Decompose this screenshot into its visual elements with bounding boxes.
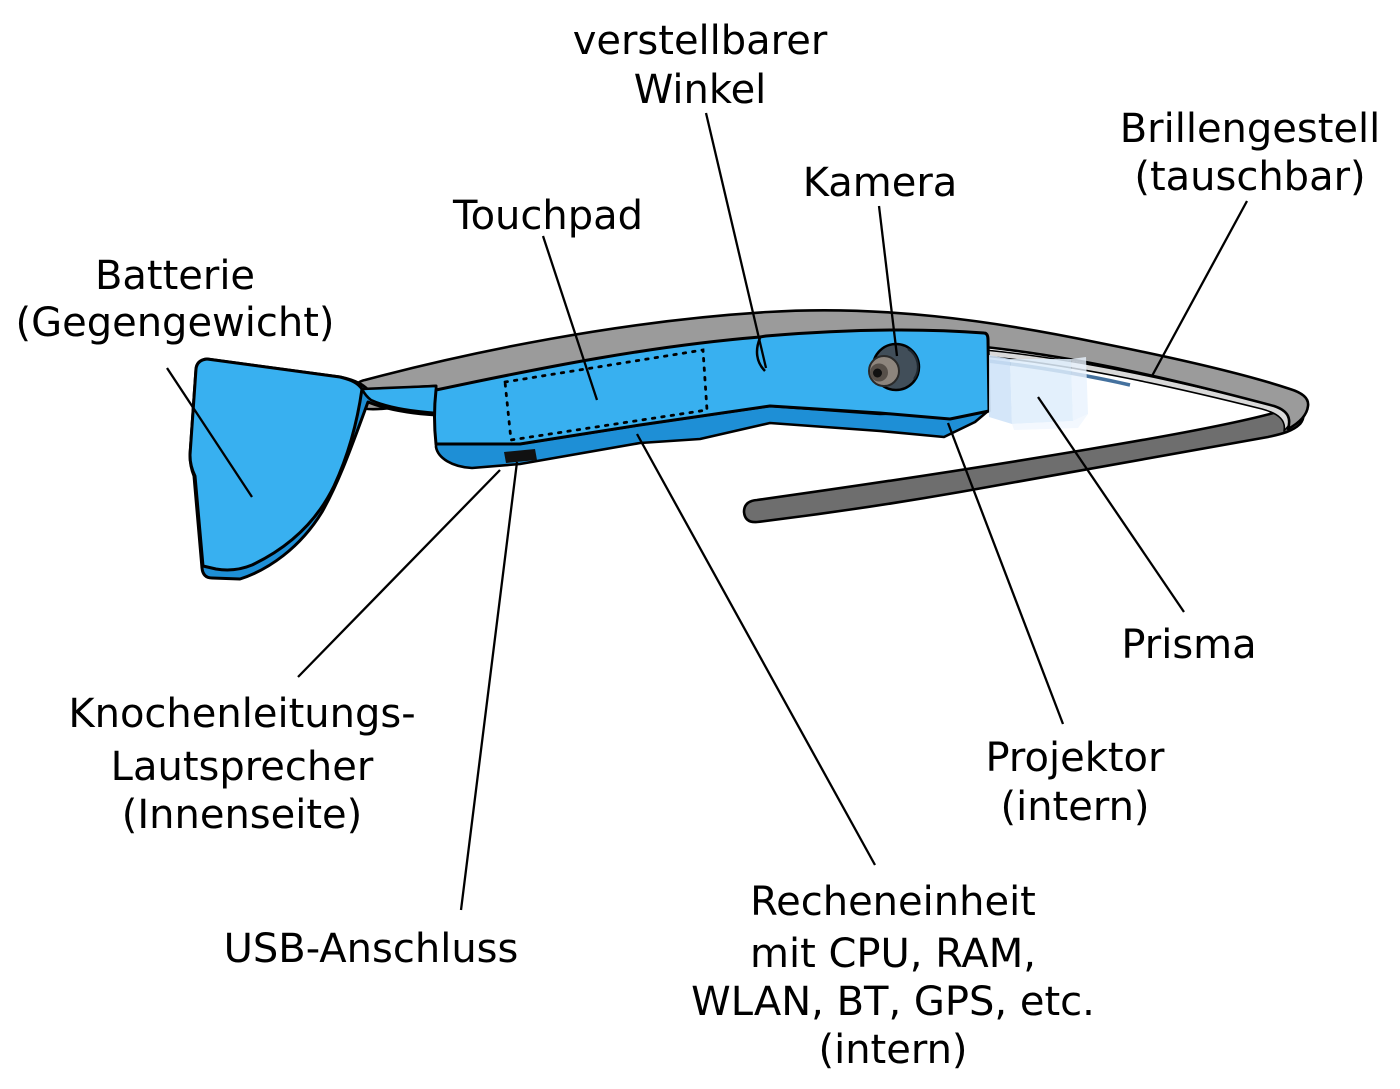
label-camera: Kamera xyxy=(803,160,958,206)
label-prism: Prisma xyxy=(1121,622,1256,668)
leader-angle xyxy=(704,112,768,369)
touchpad-dotted-outline xyxy=(503,348,709,442)
label-touchpad: Touchpad xyxy=(452,193,643,239)
label-bone-speaker-line3: (Innenseite) xyxy=(122,792,363,838)
camera-aperture xyxy=(873,368,882,378)
label-projector-line2: (intern) xyxy=(1000,784,1149,830)
label-frame-line1: Brillengestell xyxy=(1120,106,1381,152)
label-angle-line2: Winkel xyxy=(634,67,767,113)
leader-battery xyxy=(166,367,253,498)
label-compute-line4: (intern) xyxy=(818,1027,967,1073)
temple-arm xyxy=(360,384,438,415)
body-shape xyxy=(433,328,991,446)
frame-rim-lower xyxy=(742,402,1305,524)
label-angle-line1: verstellbarer xyxy=(573,18,828,64)
prism-right-face xyxy=(1071,357,1088,421)
leader-prism xyxy=(1037,396,1185,613)
leader-camera xyxy=(877,205,899,357)
label-bone-speaker-line1: Knochenleitungs- xyxy=(68,691,415,737)
prism-bottom-face xyxy=(1012,414,1088,430)
battery-shape xyxy=(188,357,364,572)
camera-ring-shading xyxy=(907,348,919,380)
label-compute-line2: mit CPU, RAM, xyxy=(750,931,1036,977)
prism-front-face xyxy=(1010,359,1073,424)
label-battery-line1: Batterie xyxy=(95,253,255,299)
label-battery-line2: (Gegengewicht) xyxy=(15,300,334,346)
leader-usb xyxy=(459,461,519,911)
leader-frame xyxy=(1150,200,1249,377)
usb-port xyxy=(504,449,537,463)
leader-compute xyxy=(635,433,877,866)
label-compute-line3: WLAN, BT, GPS, etc. xyxy=(691,979,1095,1025)
prism-left-face xyxy=(989,355,1012,424)
label-compute-line1: Recheneinheit xyxy=(750,879,1036,925)
label-frame-line2: (tauschbar) xyxy=(1134,154,1365,200)
leader-touchpad xyxy=(541,235,599,401)
label-usb: USB-Anschluss xyxy=(224,926,519,972)
leader-bone-speaker xyxy=(297,469,501,678)
label-projector-line1: Projektor xyxy=(986,735,1166,781)
leader-projector xyxy=(946,422,1065,725)
label-bone-speaker-line2: Lautsprecher xyxy=(111,744,374,790)
